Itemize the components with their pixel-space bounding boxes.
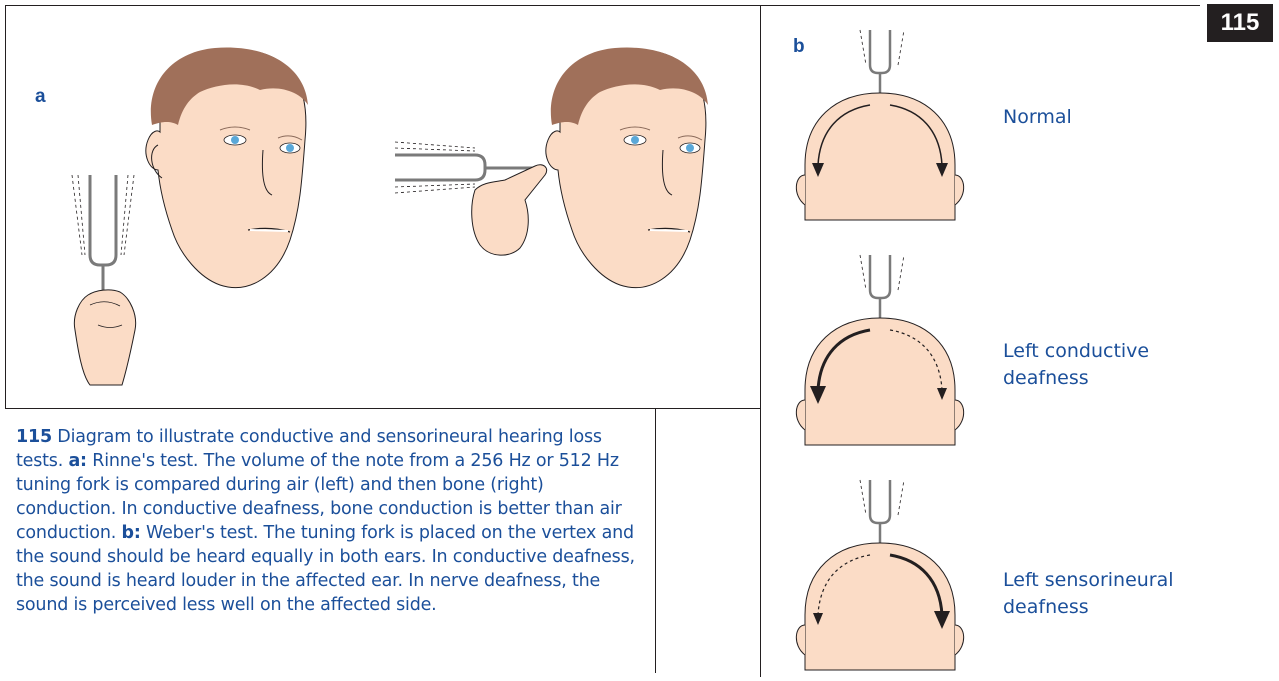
weber-label-normal: Normal [1003,104,1072,131]
panel-b-left-border [760,5,761,677]
tuning-fork-icon [860,480,904,545]
caption-number: 115 [16,427,52,447]
panel-a-left-border [5,5,6,409]
face-icon [146,48,308,288]
tuning-fork-icon [860,30,904,95]
weber-label-sensorineural-line2: deafness [1003,594,1174,621]
figure-caption: 115 Diagram to illustrate conductive and… [16,425,648,617]
face-icon [546,48,708,288]
panel-a-label: a [35,86,46,108]
head-top-icon [796,93,963,220]
panel-a-top-border [5,5,1200,6]
rinne-air-illustration [50,30,360,390]
caption-a-tag: a: [68,451,86,471]
weber-label-sensorineural-line1: Left sensorineural [1003,567,1174,594]
rinne-bone-illustration [385,30,735,350]
weber-conductive-illustration [790,250,980,450]
weber-label-sensorineural: Left sensorineural deafness [1003,567,1174,621]
weber-label-conductive-line2: deafness [1003,365,1149,392]
tuning-fork-icon [860,255,904,320]
weber-label-conductive-line1: Left conductive [1003,338,1149,365]
tuning-fork-icon [72,175,134,300]
weber-sensorineural-illustration [790,475,980,675]
caption-b-tag: b: [122,523,141,543]
figure-number-badge: 115 [1207,4,1273,42]
head-top-icon [796,543,963,670]
weber-normal-illustration [790,25,980,225]
panel-a-bottom-border [5,408,760,409]
hand-icon [74,290,135,385]
caption-right-border [655,408,656,673]
weber-label-conductive: Left conductive deafness [1003,338,1149,392]
head-top-icon [796,318,963,445]
weber-label-normal-line1: Normal [1003,104,1072,131]
